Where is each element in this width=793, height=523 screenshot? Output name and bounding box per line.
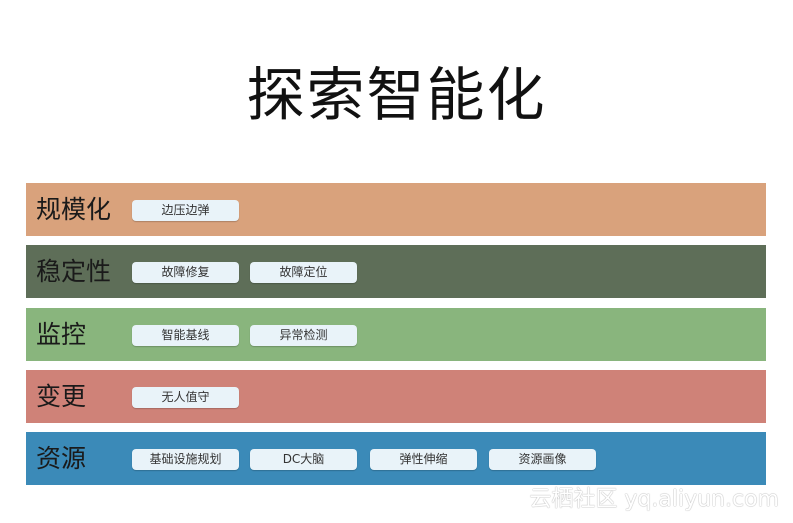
capability-tag: 边压边弹 bbox=[132, 200, 239, 221]
capability-tag: 智能基线 bbox=[132, 325, 239, 346]
capability-tag: DC大脑 bbox=[250, 449, 357, 470]
row-band: 监控 智能基线异常检测 bbox=[26, 308, 766, 361]
watermark: 云栖社区 yq.aliyun.com bbox=[529, 487, 779, 512]
row-label: 稳定性 bbox=[36, 257, 112, 286]
row-band: 稳定性故障修复故障定位 bbox=[26, 245, 766, 298]
slide-title: 探索智能化 bbox=[246, 61, 547, 129]
row-band: 变更 无人值守 bbox=[26, 370, 766, 423]
row-label: 变更 bbox=[36, 382, 87, 411]
row-label: 监控 bbox=[36, 320, 87, 349]
capability-tag: 资源画像 bbox=[489, 449, 596, 470]
row-label: 规模化 bbox=[36, 195, 112, 224]
capability-tag: 弹性伸缩 bbox=[370, 449, 477, 470]
capability-tag: 基础设施规划 bbox=[132, 449, 239, 470]
capability-tag: 无人值守 bbox=[132, 387, 239, 408]
row-band: 规模化边压边弹 bbox=[26, 183, 766, 236]
row-band: 资源 基础设施规划 DC大脑弹性伸缩资源画像 bbox=[26, 432, 766, 485]
capability-tag: 故障定位 bbox=[250, 262, 357, 283]
capability-tag: 故障修复 bbox=[132, 262, 239, 283]
row-label: 资源 bbox=[36, 444, 87, 473]
capability-tag: 异常检测 bbox=[250, 325, 357, 346]
